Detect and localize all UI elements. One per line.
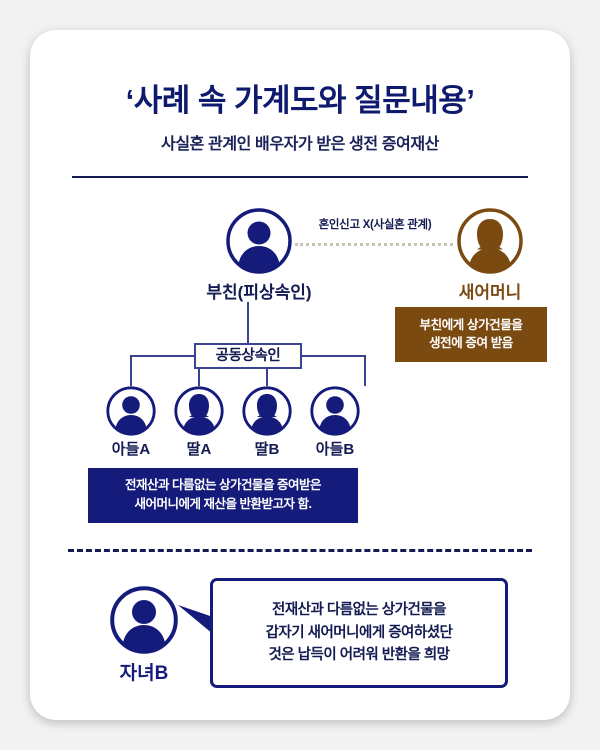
relationship-link-label: 혼인신고 X(사실혼 관계) [318,219,432,231]
section-divider [68,549,532,552]
connector-father-to-heirs [247,302,249,343]
father-avatar-icon [226,208,292,274]
claim-banner-line-1: 전재산과 다름없는 상가건물을 증여받은 [125,478,321,492]
infographic-card: ‘사례 속 가계도와 질문내용’ 사실혼 관계인 배우자가 받은 생전 증여재산… [30,30,570,720]
stepmother-label: 새어머니 [458,283,522,302]
claim-banner: 전재산과 다름없는 상가건물을 증여받은 새어머니에게 재산을 반환받고자 함. [88,468,358,523]
connector-child-0 [130,355,132,386]
page-subtitle: 사실혼 관계인 배우자가 받은 생전 증여재산 [161,136,439,153]
page-title: ‘사례 속 가계도와 질문내용’ [125,83,475,118]
question-bubble: 전재산과 다름없는 상가건물을 갑자기 새어머니에게 증여하셨단 것은 납득이 … [210,578,508,688]
connector-child-3 [364,355,366,386]
connector-heirs-left [131,355,195,357]
header-divider [72,176,528,178]
child-avatar-icon [106,386,156,436]
child-avatar-icon [174,386,224,436]
child-avatar-icon [242,386,292,436]
asker-label: 자녀B [119,663,169,684]
connector-child-1 [198,369,200,386]
child-avatar-icon [310,386,360,436]
connector-child-2 [266,369,268,386]
connector-heirs-right [301,355,365,357]
question-line-2: 갑자기 새어머니에게 증여하셨단 [265,624,453,641]
child-label: 딸A [186,441,212,458]
child-label: 딸B [254,441,280,458]
child-label: 아들A [111,441,151,458]
asker-avatar-icon [110,586,178,654]
joint-heirs-box: 공동상속인 [194,343,302,369]
gift-note-box: 부친에게 상가건물을 생전에 증여 받음 [395,307,547,363]
gift-note-line-1: 부친에게 상가건물을 [419,318,523,332]
stepmother-avatar-icon [457,208,523,274]
claim-banner-line-2: 새어머니에게 재산을 반환받고자 함. [134,496,312,511]
relationship-dotted-line [295,243,453,246]
question-line-1: 전재산과 다름없는 상가건물을 [272,602,446,619]
speech-bubble-tail [178,605,213,634]
child-label: 아들B [315,441,355,458]
question-bubble-text: 전재산과 다름없는 상가건물을 갑자기 새어머니에게 증여하셨단 것은 납득이 … [258,599,461,666]
father-label: 부친(피상속인) [206,283,312,302]
gift-note-line-2: 생전에 증여 받음 [429,336,513,351]
question-line-3: 것은 납득이 어려워 반환을 희망 [268,647,450,664]
